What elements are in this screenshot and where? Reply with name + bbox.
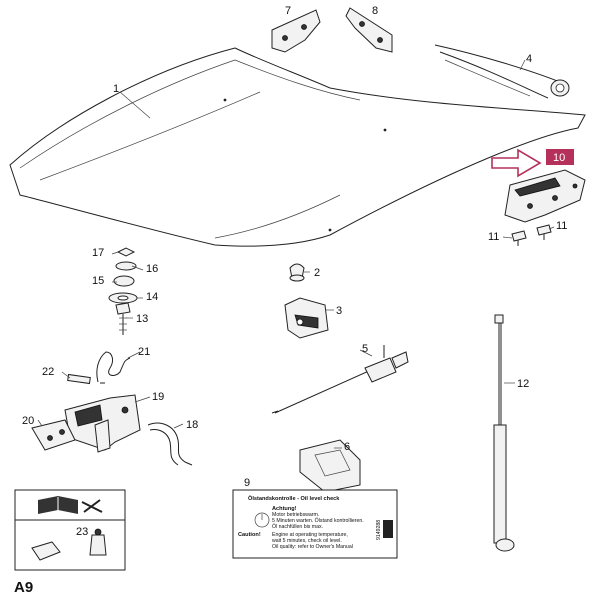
oil-label-text: Ölstandskontrolle - Oil level check Acht…	[238, 495, 382, 550]
catch-spring	[96, 351, 131, 384]
callout-5: 5	[362, 343, 368, 355]
oil-label-line-1: Achtung!	[272, 506, 297, 512]
wrench-icon	[81, 499, 103, 513]
clip	[284, 297, 329, 339]
hinge-bracket-left	[271, 9, 321, 53]
oil-label-line-2: Motor betriebswarm.	[272, 512, 319, 518]
hood-seal	[434, 44, 570, 99]
highlighted-hinge	[491, 148, 586, 223]
gas-strut	[493, 314, 515, 552]
safety-catch-wire	[147, 422, 193, 466]
section-code: A9	[14, 579, 33, 596]
callout-11a: 11	[488, 231, 499, 243]
highlight-number-box	[546, 149, 574, 165]
callout-18: 18	[186, 419, 198, 431]
callout-16: 16	[146, 263, 158, 275]
callout-22: 22	[42, 366, 54, 378]
oil-label-part-no: 9149288	[376, 520, 382, 540]
callout-numbers: 1 2 3 4 5 6 7 8 9 10 11 11 12 13 14 15 1…	[22, 5, 567, 538]
callout-3: 3	[336, 305, 342, 317]
oil-label-line-4: Öl nachfüllen bis max.	[272, 523, 323, 530]
hinge-bracket-right	[345, 7, 393, 53]
support-bracket	[299, 439, 361, 493]
callout-4: 4	[526, 53, 532, 65]
callout-2: 2	[314, 267, 320, 279]
oil-label-line-8: Oil quality: refer to Owner's Manual	[272, 544, 353, 550]
oil-label-line-3: 5 Minuten warten. Ölstand kontrollieren.	[272, 517, 364, 524]
callout-11b: 11	[556, 220, 567, 232]
callout-19: 19	[152, 391, 164, 403]
callout-15: 15	[92, 275, 104, 287]
callout-21: 21	[138, 346, 150, 358]
oil-label-line-6: Engine at operating temperature,	[272, 532, 348, 538]
oil-level-label	[232, 489, 398, 559]
oil-label-line-5: Caution!	[238, 532, 261, 538]
hood-latch	[31, 394, 141, 453]
callout-7: 7	[285, 5, 291, 17]
callout-17: 17	[92, 247, 104, 259]
release-rod	[271, 345, 409, 414]
callout-1: 1	[113, 83, 119, 95]
callout-6: 6	[344, 441, 350, 453]
hood-panel	[9, 47, 586, 247]
callout-9: 9	[244, 477, 250, 489]
callout-8: 8	[372, 5, 378, 17]
callout-14: 14	[146, 291, 158, 303]
pivot-pin	[67, 373, 91, 385]
highlight-arrow	[491, 148, 542, 178]
tool-manual-box	[14, 489, 126, 571]
callout-23: 23	[76, 526, 88, 538]
callout-13: 13	[136, 313, 148, 325]
bolts	[511, 224, 552, 246]
oil-label-line-7: wait 5 minutes, check oil level.	[272, 538, 342, 544]
oil-label-title: Ölstandskontrolle - Oil level check	[248, 495, 340, 502]
callout-20: 20	[22, 415, 34, 427]
rubber-stop	[289, 263, 305, 282]
callout-10: 10	[553, 152, 565, 164]
callout-12: 12	[517, 378, 529, 390]
fastener-stack	[108, 247, 138, 335]
leader-lines	[37, 59, 555, 449]
